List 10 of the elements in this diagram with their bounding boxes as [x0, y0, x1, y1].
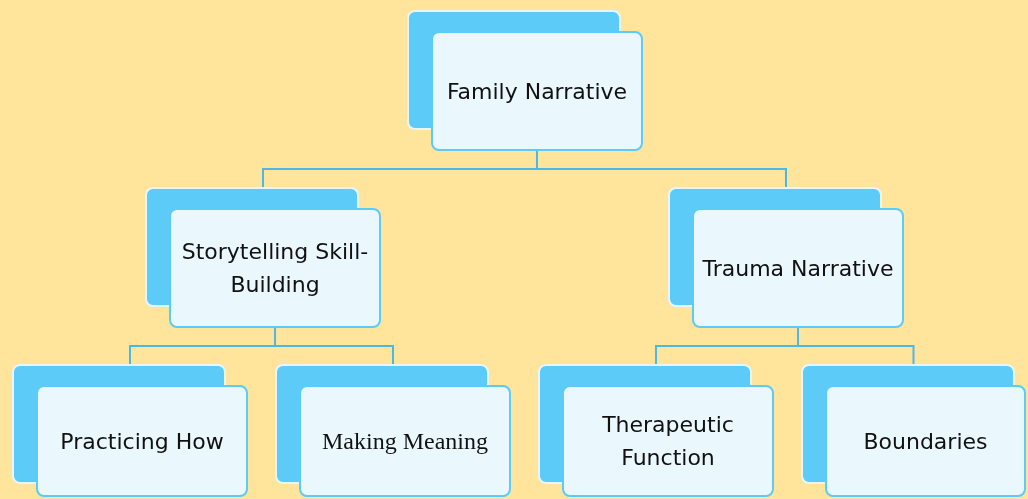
- connector-line: [797, 327, 915, 365]
- node-label: Trauma Narrative: [702, 254, 894, 283]
- connector-line: [274, 327, 394, 365]
- node-label: Practicing How: [60, 427, 224, 456]
- node-label: Family Narrative: [446, 77, 628, 106]
- node-label: Therapeutic Function: [601, 411, 735, 472]
- node-label: Boundaries: [863, 427, 988, 456]
- connector-line: [536, 150, 787, 188]
- node-label: Making Meaning: [322, 426, 488, 456]
- node-label: Storytelling Skill-Building: [180, 238, 370, 299]
